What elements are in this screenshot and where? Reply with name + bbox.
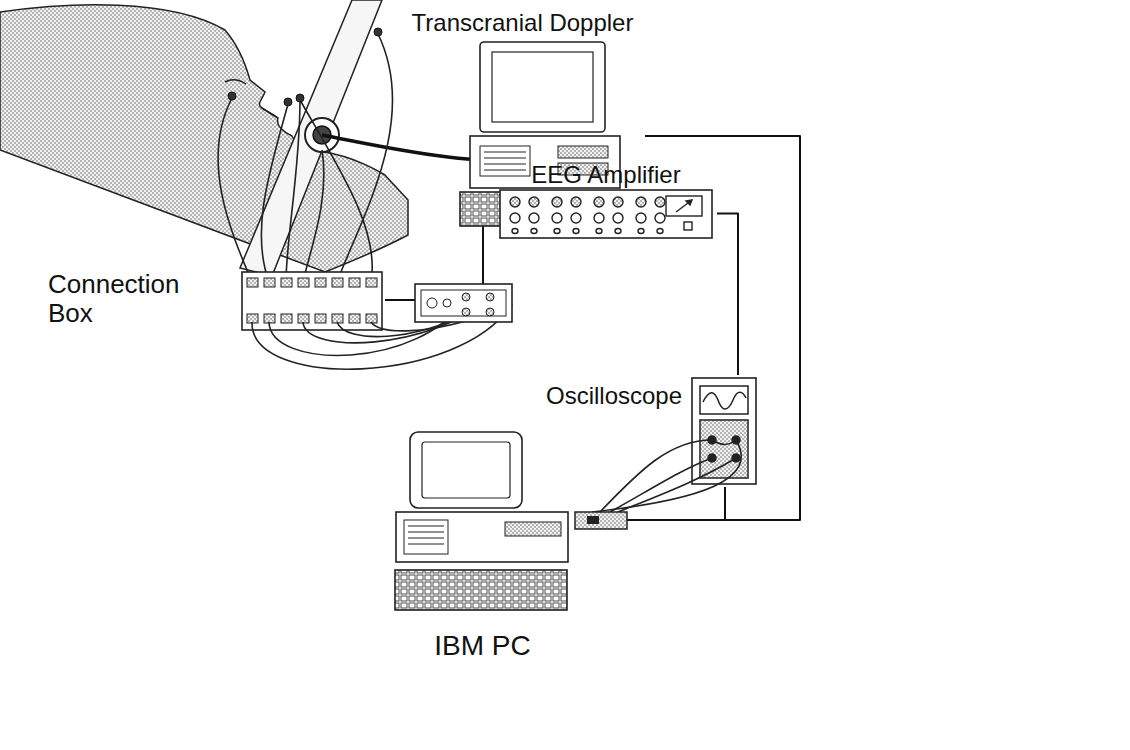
switch (596, 229, 602, 234)
oscilloscope-device (692, 378, 756, 484)
switch (573, 229, 579, 234)
device-label: EEG Amplifier (531, 162, 680, 188)
terminal (298, 278, 309, 287)
terminal (247, 278, 258, 287)
knob (571, 197, 581, 207)
device-label: Connection Box (48, 270, 180, 327)
switch (615, 229, 621, 234)
terminal (298, 314, 309, 323)
knob (510, 197, 520, 207)
interface-box (415, 284, 512, 322)
knob (594, 197, 604, 207)
terminal (332, 314, 343, 323)
doppler-node: Transcranial Doppler (400, 6, 645, 234)
terminal (315, 278, 326, 287)
connection-box-node: Connection Box (40, 266, 385, 334)
oscilloscope-node: Oscilloscope (540, 375, 760, 487)
terminal (332, 278, 343, 287)
terminal (366, 278, 377, 287)
pc-node: IBM PC (390, 430, 575, 666)
terminal (264, 278, 275, 287)
terminal (315, 314, 326, 323)
knob (529, 213, 539, 223)
terminal (349, 278, 360, 287)
terminal (366, 314, 377, 323)
knob (571, 213, 581, 223)
device-label: IBM PC (434, 631, 530, 662)
knob (613, 213, 623, 223)
switch (512, 229, 518, 234)
knob (510, 213, 520, 223)
terminal (349, 314, 360, 323)
device-label: Transcranial Doppler (412, 10, 634, 36)
scope-leads (592, 440, 741, 512)
terminal (247, 314, 258, 323)
switch (554, 229, 560, 234)
terminal (281, 278, 292, 287)
connection-box-device (242, 272, 382, 330)
switch (657, 229, 663, 234)
knob (636, 213, 646, 223)
knob (594, 213, 604, 223)
knob (655, 213, 665, 223)
terminal (264, 314, 275, 323)
knob (552, 197, 562, 207)
knob (655, 197, 665, 207)
cable (717, 213, 738, 375)
eeg-amplifier-device (500, 190, 712, 238)
device-label: Oscilloscope (546, 383, 682, 409)
pc-device (395, 432, 568, 610)
terminal (281, 314, 292, 323)
junction-box (575, 512, 627, 529)
switch (531, 229, 537, 234)
electrodes (228, 28, 382, 106)
electrode-leads (218, 34, 393, 291)
knob (613, 197, 623, 207)
knob (529, 197, 539, 207)
knob (636, 197, 646, 207)
knob (552, 213, 562, 223)
amplifier-node: EEG Amplifier (495, 158, 717, 242)
switch (638, 229, 644, 234)
